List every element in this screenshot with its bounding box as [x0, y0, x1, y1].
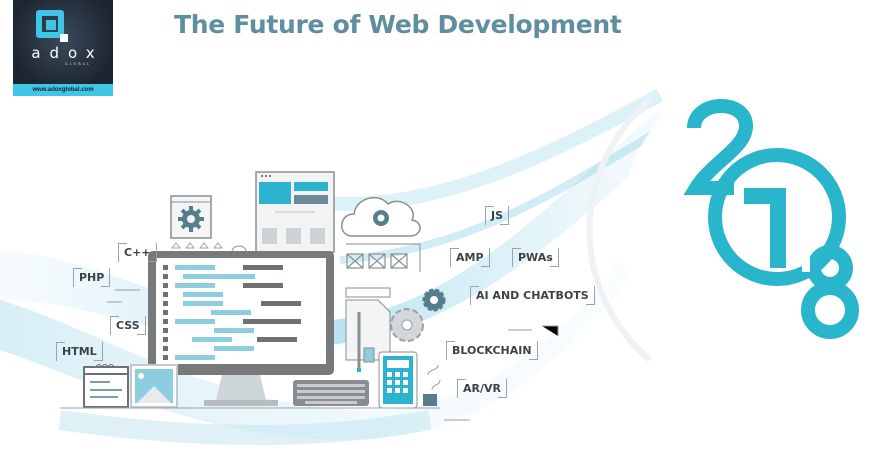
document-pencil-icon	[345, 287, 391, 372]
tag-html: HTML	[56, 342, 103, 361]
tag-blockchain: BLOCKCHAIN	[446, 341, 538, 360]
logo-dot	[60, 34, 68, 42]
monitor-icon	[148, 251, 334, 406]
coffee-cup-icon	[423, 364, 441, 406]
browser-window-icon	[231, 171, 335, 253]
tag-pwas: PWAs	[512, 248, 559, 267]
year-2018-graphic	[683, 99, 859, 339]
logo-mark-icon	[36, 10, 64, 38]
image-icon	[130, 364, 178, 408]
cloud-icon	[341, 196, 421, 272]
logo-subtitle: GLOBAL	[64, 62, 92, 66]
tag-css: CSS	[110, 316, 146, 335]
tag-ai-chatbots: AI AND CHATBOTS	[470, 286, 595, 305]
calendar-icon	[83, 364, 129, 408]
calculator-icon	[378, 351, 418, 409]
tag-php: PHP	[73, 268, 111, 287]
gears-icon	[390, 288, 446, 342]
settings-window-icon	[170, 195, 224, 249]
logo-url[interactable]: www.adoxglobal.com	[13, 84, 113, 96]
page-title: The Future of Web Development	[174, 10, 622, 39]
tag-amp: AMP	[450, 248, 490, 267]
tag-ar-vr: AR/VR	[457, 379, 507, 398]
logo-mark-inner	[46, 20, 56, 30]
keyboard-icon	[293, 380, 369, 406]
logo-wordmark: adox	[31, 44, 104, 62]
tag-js: JS	[485, 206, 510, 225]
tag-cpp: C++	[118, 243, 157, 262]
